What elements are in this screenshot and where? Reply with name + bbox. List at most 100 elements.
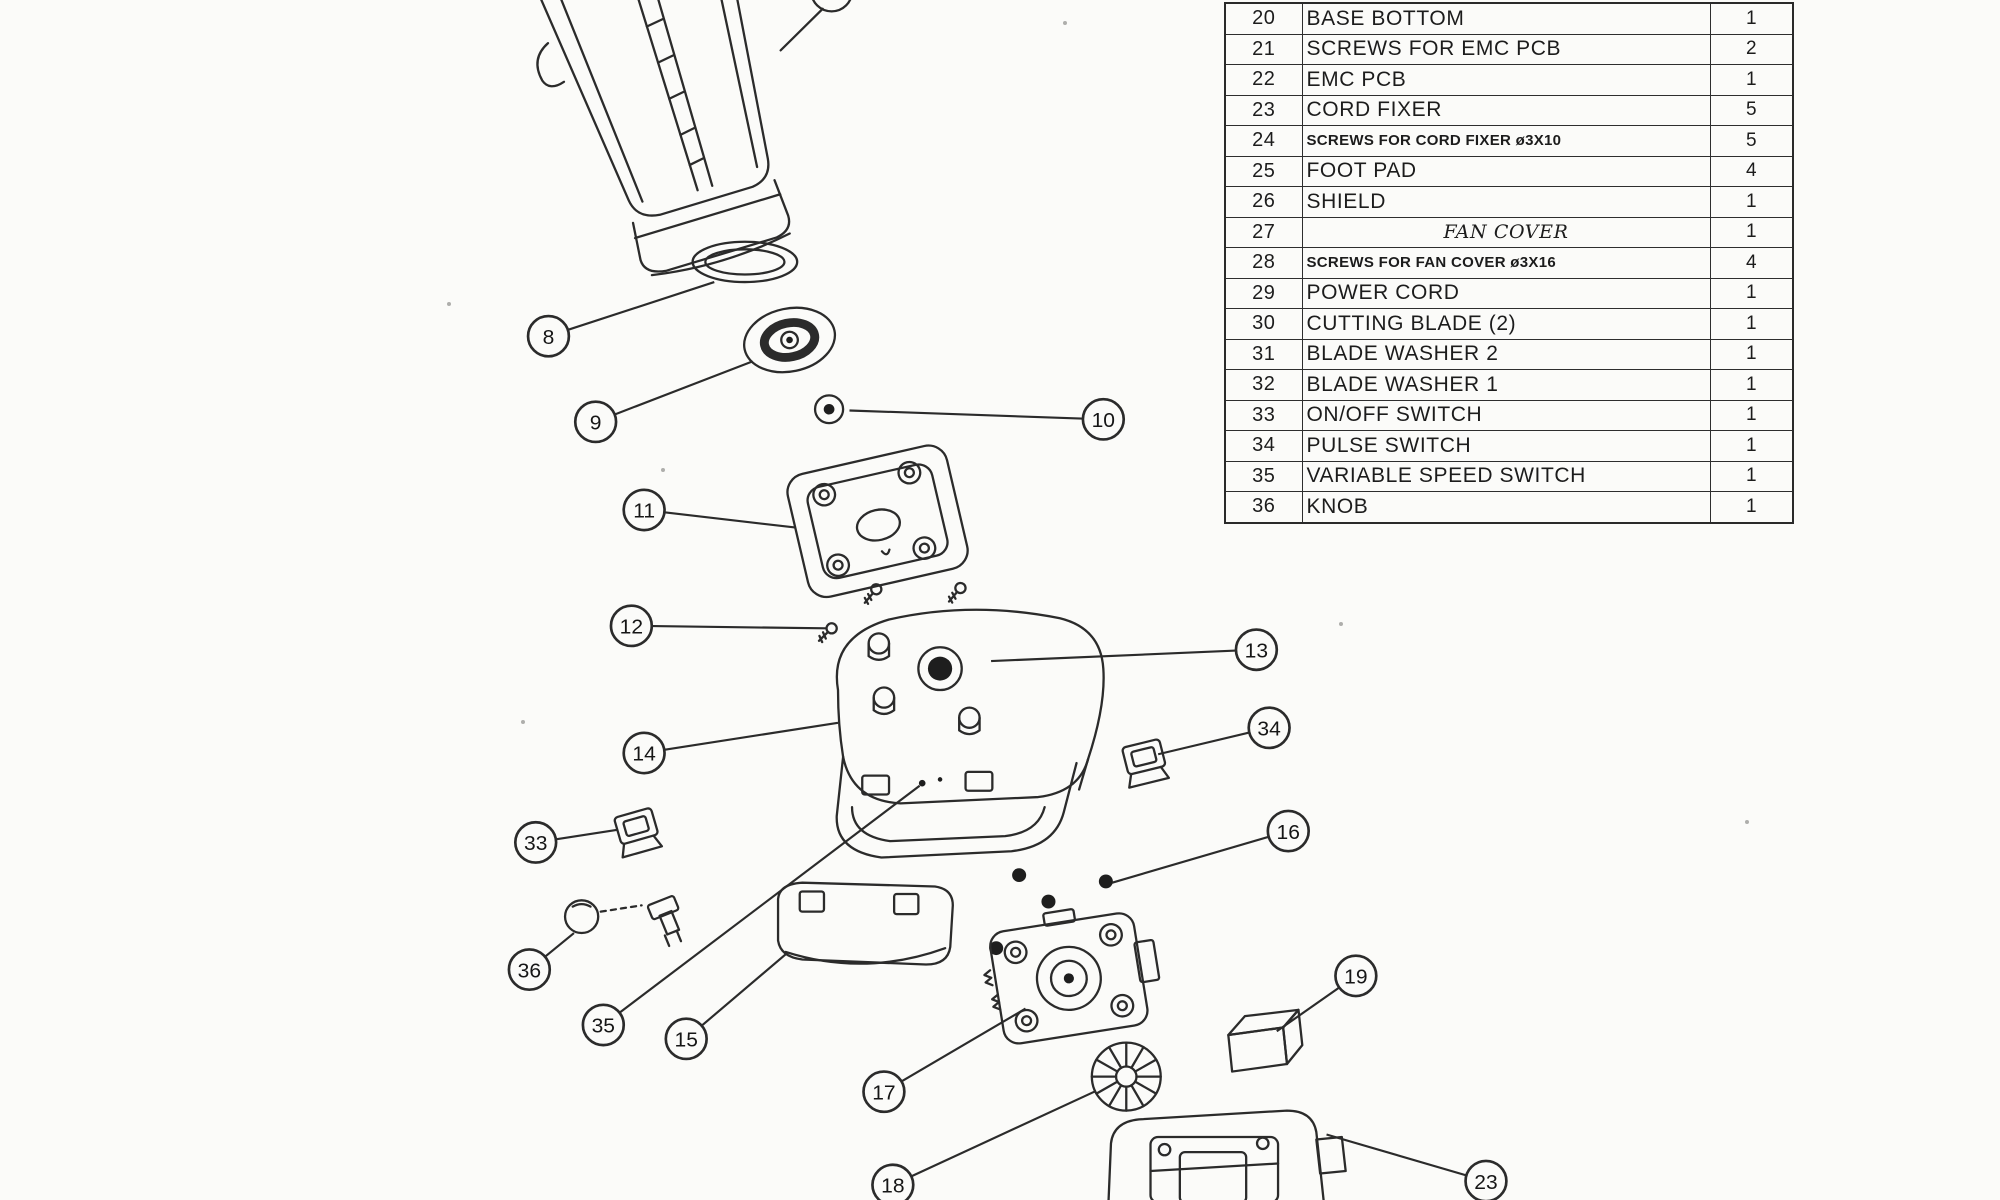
part-name-cell: PULSE SWITCH — [1301, 430, 1711, 462]
part-qty-cell: 1 — [1709, 460, 1794, 492]
washer-drawing — [813, 394, 845, 425]
part-qty-cell: 1 — [1709, 491, 1794, 523]
part-number-cell: 21 — [1224, 33, 1303, 65]
part-name-cell: SCREWS FOR CORD FIXER ø3X10 — [1301, 125, 1711, 157]
part-name-cell: ON/OFF SWITCH — [1301, 399, 1711, 431]
part-name-cell: BLADE WASHER 2 — [1301, 338, 1711, 370]
part-number-cell: 23 — [1224, 94, 1303, 126]
part-qty-cell: 4 — [1709, 155, 1794, 187]
callout-balloon-23 — [1464, 1159, 1508, 1200]
part-qty-cell: 1 — [1709, 277, 1794, 309]
callout-leader-line — [849, 409, 1104, 421]
callout-leader-line — [631, 624, 827, 630]
scan-speck — [1063, 21, 1067, 25]
part-qty-cell: 1 — [1709, 308, 1794, 340]
callout-balloon-36 — [507, 948, 552, 992]
part-number-cell: 36 — [1224, 491, 1303, 523]
knob-drawing — [563, 899, 643, 935]
callout-number: 16 — [1277, 821, 1300, 844]
base-bottom-drawing — [1107, 1109, 1347, 1200]
callout-number: 8 — [543, 326, 555, 349]
callout-number: 14 — [632, 743, 656, 766]
part-qty-cell: 2 — [1709, 33, 1794, 65]
part-qty-cell: 1 — [1709, 186, 1794, 218]
part-qty-cell: 5 — [1709, 94, 1794, 126]
callout-balloon-15 — [664, 1017, 708, 1061]
callout-balloon-8 — [526, 314, 571, 358]
part-qty-cell: 1 — [1709, 338, 1794, 370]
callout-balloon-10 — [1081, 397, 1126, 441]
sealing-ring-drawing — [691, 240, 799, 284]
part-number-cell: 29 — [1224, 277, 1303, 309]
screw-drawing — [817, 622, 838, 644]
part-number-cell: 32 — [1224, 369, 1303, 401]
callout-leader-line — [892, 1090, 1095, 1186]
scan-speck — [1745, 820, 1749, 824]
callout-leader-line — [548, 281, 715, 338]
part-qty-cell: 1 — [1709, 216, 1794, 248]
scan-speck — [661, 468, 665, 472]
callout-balloon-11 — [622, 488, 666, 532]
decor-panel-drawing — [776, 881, 954, 966]
callout-balloon-18 — [871, 1163, 915, 1200]
part-number-cell: 27 — [1224, 216, 1303, 248]
part-number-cell: 31 — [1224, 338, 1303, 370]
callout-leader-line — [644, 508, 797, 529]
lower-housing-drawing — [835, 755, 1078, 859]
part-number-cell: 35 — [1224, 460, 1303, 492]
callout-number: 15 — [675, 1029, 698, 1052]
part-qty-cell: 1 — [1709, 399, 1794, 431]
part-number-cell: 22 — [1224, 64, 1303, 96]
part-qty-cell: 1 — [1709, 430, 1794, 462]
part-qty-cell: 1 — [1709, 369, 1794, 401]
callout-number: 34 — [1257, 718, 1281, 741]
callout-leader-line — [991, 648, 1257, 663]
callout-leader-line — [1326, 1133, 1487, 1183]
part-number-cell: 26 — [1224, 186, 1303, 218]
callout-leader-line — [643, 721, 839, 755]
part-name-cell: EMC PCB — [1301, 64, 1711, 96]
blade-holder-drawing — [786, 444, 969, 599]
callout-balloon-19 — [1334, 954, 1378, 998]
part-number-cell: 33 — [1224, 399, 1303, 431]
part-number-cell: 25 — [1224, 155, 1303, 187]
callout-balloon-14 — [622, 731, 666, 775]
callout-number: 23 — [1474, 1171, 1497, 1194]
callout-leader-line — [1111, 830, 1289, 884]
part-name-cell: CORD FIXER — [1301, 94, 1711, 126]
callout-number: 33 — [524, 832, 547, 855]
callout-number: 36 — [518, 959, 541, 982]
blade-assembly-drawing — [742, 306, 837, 374]
speed-switch-drawing — [646, 895, 683, 948]
scan-speck — [521, 720, 525, 724]
callout-balloon-17 — [862, 1070, 906, 1114]
callout-number: 12 — [620, 616, 643, 639]
jar-drawing — [517, 0, 791, 277]
part-number-cell: 30 — [1224, 308, 1303, 340]
onoff-switch-drawing — [613, 807, 664, 859]
cord-fixer-drawing — [1227, 1008, 1304, 1073]
part-qty-cell: 4 — [1709, 247, 1794, 279]
part-name-cell: BLADE WASHER 1 — [1301, 369, 1711, 401]
callout-number: 19 — [1344, 966, 1367, 989]
callout-balloon-16 — [1266, 809, 1311, 853]
part-number-cell: 28 — [1224, 247, 1303, 279]
part-qty-cell: 5 — [1709, 125, 1794, 157]
callout-balloon-33 — [513, 820, 558, 864]
part-qty-cell: 1 — [1709, 2, 1794, 35]
callout-balloon-34 — [1247, 706, 1291, 750]
